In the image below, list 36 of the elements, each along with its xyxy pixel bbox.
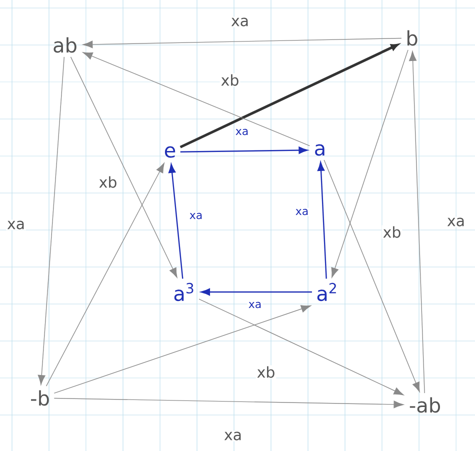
edge-label: xb	[382, 225, 402, 239]
edge-label: xa	[294, 208, 310, 216]
arrow	[324, 160, 420, 392]
vertex-label: -b	[31, 390, 49, 406]
edge-label: xb	[98, 175, 118, 189]
arrow	[331, 50, 408, 278]
arrow	[200, 288, 312, 296]
edge-label: xa	[6, 220, 26, 230]
vertex-label: ab	[54, 37, 76, 53]
vertex-label: a	[315, 144, 324, 156]
vertex-label: e	[164, 146, 176, 158]
arrow	[198, 298, 404, 396]
edge-label: xa	[222, 430, 244, 442]
arrow	[54, 305, 311, 394]
edge-label: xa	[188, 212, 204, 220]
arrow	[38, 56, 64, 385]
arrow	[180, 146, 308, 154]
arrow	[46, 162, 164, 386]
arrow	[409, 51, 425, 394]
arrow	[82, 38, 402, 48]
edge-label: xa	[230, 16, 250, 28]
edge-label: xa	[446, 216, 466, 228]
edge-label: xa	[234, 128, 250, 136]
arrow	[70, 56, 178, 278]
arrow	[168, 164, 184, 279]
vertex-label: a$^{3}$	[174, 282, 194, 302]
edge-label: xa	[247, 300, 263, 310]
vertex-label: -ab	[410, 397, 440, 413]
arrow	[180, 44, 398, 148]
edge-label: xb	[220, 73, 240, 87]
edge-label: xb	[256, 365, 276, 379]
arrow	[54, 398, 404, 408]
vertex-label: b	[407, 30, 418, 46]
arrow	[317, 162, 327, 279]
arrow	[82, 52, 310, 146]
vertex-label: a$^{2}$	[317, 282, 336, 302]
